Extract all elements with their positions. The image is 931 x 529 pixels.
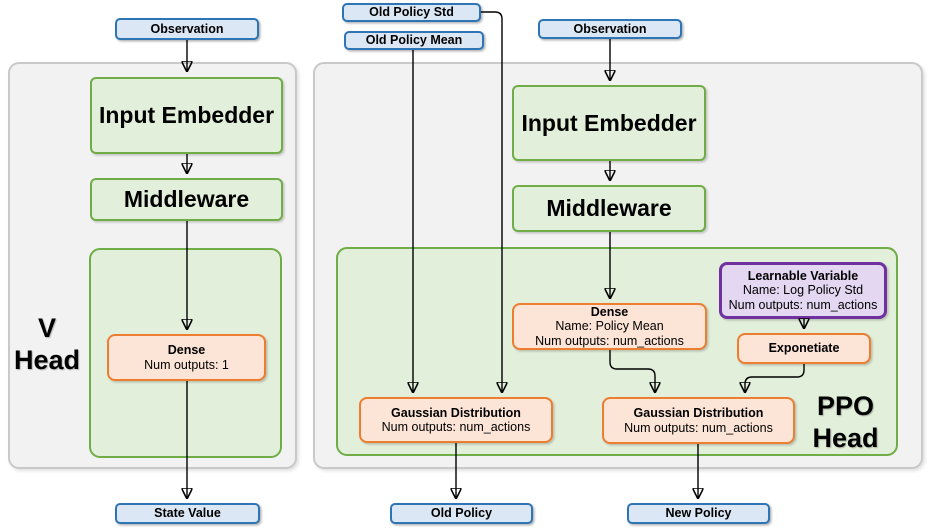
dense-policy-mean-name: Name: Policy Mean [555, 319, 664, 334]
old-policy-mean-box: Old Policy Mean [344, 31, 484, 50]
gaussian-distribution-new-box: Gaussian Distribution Num outputs: num_a… [602, 397, 795, 444]
v-head-title: V Head [4, 312, 90, 377]
observation-box-v: Observation [115, 18, 259, 40]
dense-box-v: Dense Num outputs: 1 [107, 334, 266, 381]
input-embedder-label-ppo: Input Embedder [521, 109, 697, 136]
state-value-box: State Value [115, 503, 260, 524]
learnable-variable-box: Learnable Variable Name: Log Policy Std … [719, 262, 887, 319]
gaussian-new-title: Gaussian Distribution [633, 406, 764, 421]
old-policy-box: Old Policy [390, 503, 533, 524]
learnable-variable-outputs: Num outputs: num_actions [728, 297, 878, 312]
gaussian-old-outputs: Num outputs: num_actions [381, 420, 531, 434]
exponetiate-box: Exponetiate [737, 333, 871, 364]
dense-outputs-v: Num outputs: 1 [144, 357, 229, 372]
observation-label-v: Observation [150, 21, 224, 36]
ppo-head-title: PPO Head [793, 390, 898, 455]
v-head-title-line2: Head [13, 345, 81, 376]
v-head-title-line1: V [37, 313, 56, 343]
input-embedder-box-v: Input Embedder [90, 77, 283, 154]
gaussian-old-title: Gaussian Distribution [391, 405, 521, 420]
dense-policy-mean-outputs: Num outputs: num_actions [535, 333, 684, 348]
input-embedder-box-ppo: Input Embedder [512, 85, 706, 161]
gaussian-distribution-old-box: Gaussian Distribution Num outputs: num_a… [359, 397, 553, 443]
dense-policy-mean-title: Dense [590, 304, 629, 319]
ppo-head-title-line2: Head [812, 423, 879, 454]
gaussian-new-outputs: Num outputs: num_actions [624, 420, 773, 435]
new-policy-label: New Policy [665, 506, 732, 521]
middleware-label-v: Middleware [123, 186, 250, 213]
old-policy-std-box: Old Policy Std [342, 3, 481, 22]
middleware-box-v: Middleware [90, 178, 283, 221]
learnable-variable-title: Learnable Variable [747, 268, 859, 283]
old-policy-label: Old Policy [430, 506, 493, 521]
new-policy-box: New Policy [627, 503, 770, 524]
middleware-box-ppo: Middleware [512, 185, 706, 232]
observation-label-ppo: Observation [573, 21, 647, 36]
middleware-label-ppo: Middleware [546, 195, 672, 222]
observation-box-ppo: Observation [538, 19, 682, 39]
exponetiate-label: Exponetiate [768, 341, 840, 356]
state-value-label: State Value [154, 506, 221, 521]
dense-title-v: Dense [167, 343, 206, 358]
old-policy-std-label: Old Policy Std [369, 5, 454, 20]
input-embedder-label-v: Input Embedder [98, 102, 275, 129]
old-policy-mean-label: Old Policy Mean [365, 33, 463, 48]
ppo-head-title-line1: PPO [816, 391, 875, 421]
dense-policy-mean-box: Dense Name: Policy Mean Num outputs: num… [512, 303, 707, 350]
learnable-variable-name: Name: Log Policy Std [742, 283, 864, 298]
